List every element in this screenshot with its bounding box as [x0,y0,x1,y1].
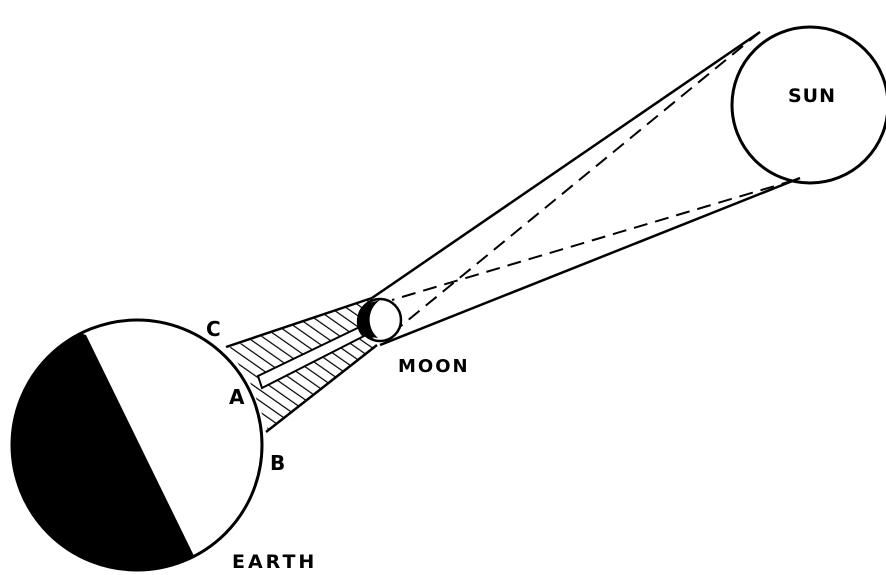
dashed-ray-2 [392,180,795,300]
point-c-label: C [206,317,221,341]
sun-label: SUN [788,85,836,107]
lower-outer-ray [380,178,800,345]
moon: MOON [357,299,470,377]
point-a-label: A [229,385,245,409]
inner-dashed-rays [392,32,795,330]
sun: SUN [732,27,886,183]
point-b-label: B [270,451,285,475]
upper-outer-ray [372,32,760,298]
moon-label: MOON [398,356,470,377]
earth-label: EARTH [232,551,317,573]
dashed-ray-1 [396,32,760,330]
